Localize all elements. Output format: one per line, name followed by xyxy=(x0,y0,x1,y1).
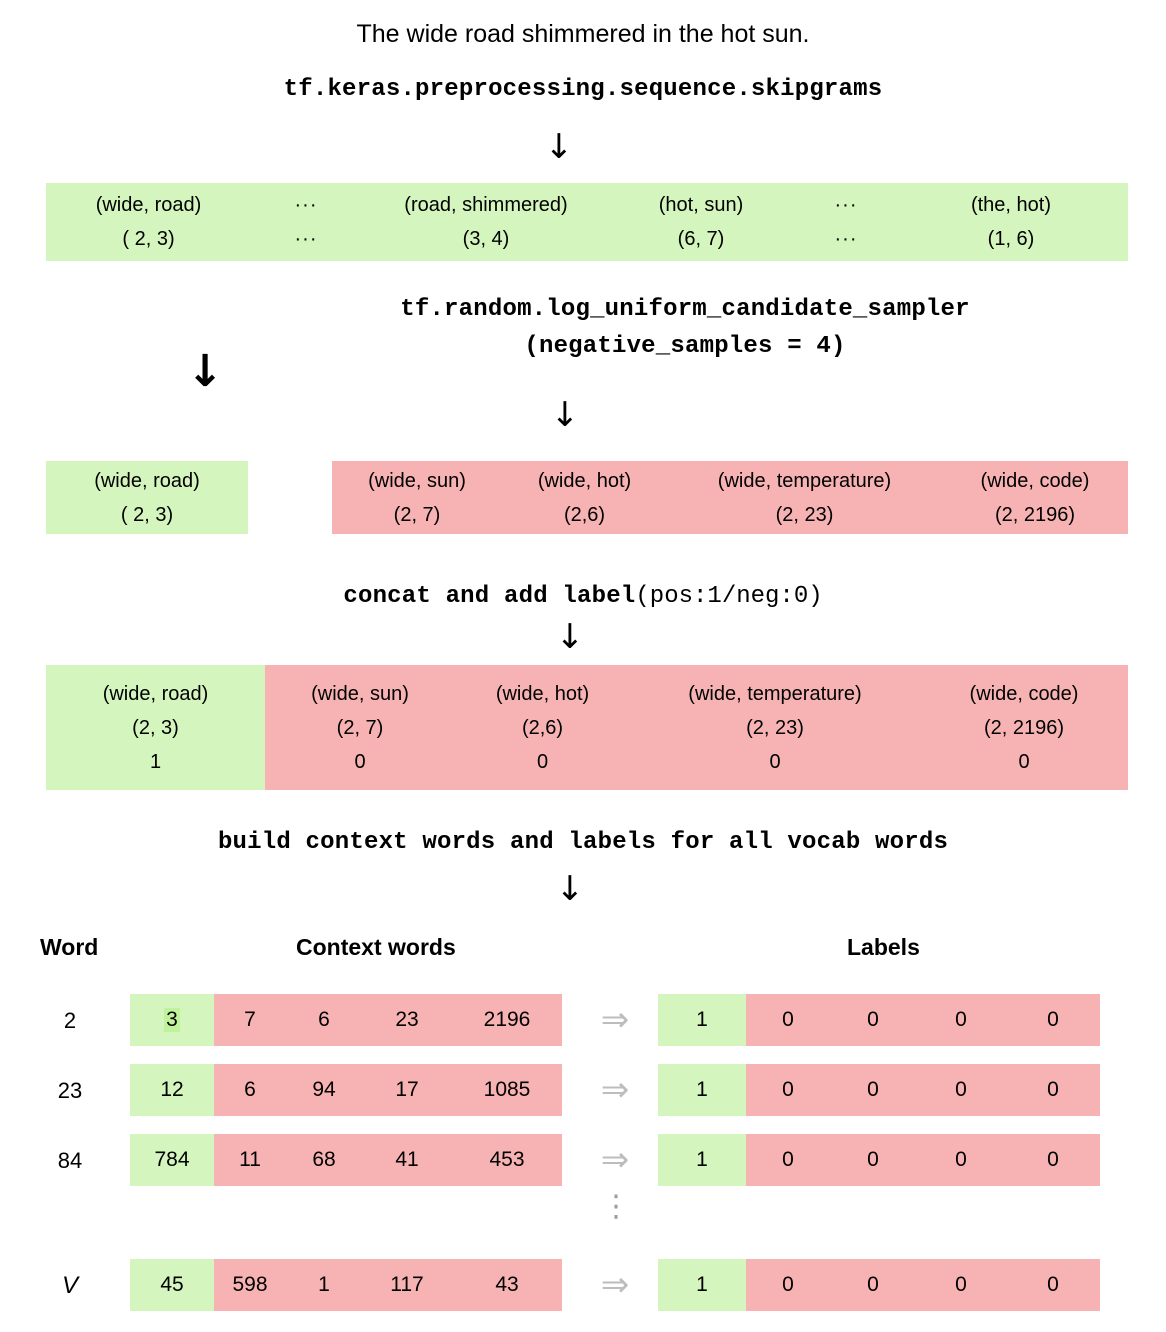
labels-row: 1 0 0 0 0 xyxy=(658,994,1100,1046)
context-positive-cell: 784 xyxy=(130,1134,214,1186)
sampler-api-label: tf.random.log_uniform_candidate_sampler xyxy=(400,296,970,323)
skipgram-cell-ellipsis: ··· ··· xyxy=(834,194,858,250)
source-sentence: The wide road shimmered in the hot sun. xyxy=(356,20,810,48)
row-word-label: 2 xyxy=(63,1008,77,1033)
negative-pair-cell: (wide, sun) (2, 7) xyxy=(368,469,466,526)
positive-pair-cell: (wide, road) ( 2, 3) xyxy=(94,469,200,526)
implies-arrow-icon: ⇒ xyxy=(600,1070,630,1110)
context-row: 12 6 94 17 1085 xyxy=(130,1064,562,1116)
implies-arrow-icon: ⇒ xyxy=(600,1000,630,1040)
concat-negative-cell: (wide, sun) (2, 7) 0 xyxy=(311,682,409,773)
row-word-label: 23 xyxy=(57,1078,83,1103)
context-negative-group: 11 68 41 453 xyxy=(214,1134,562,1186)
labels-row: 1 0 0 0 0 xyxy=(658,1259,1100,1311)
implies-arrow-icon: ⇒ xyxy=(600,1265,630,1305)
row-word-label: V xyxy=(61,1272,78,1299)
label-positive-cell: 1 xyxy=(658,994,746,1046)
skipgram-cell: (hot, sun) (6, 7) xyxy=(658,194,744,250)
concat-negative-cell: (wide, temperature) (2, 23) 0 xyxy=(688,682,862,773)
labels-row: 1 0 0 0 0 xyxy=(658,1064,1100,1116)
negative-pair-cell: (wide, hot) (2,6) xyxy=(537,469,632,526)
sampler-args-label: (negative_samples = 4) xyxy=(524,333,846,360)
negative-samples-band: (wide, sun) (2, 7) (wide, hot) (2,6) (wi… xyxy=(332,461,1128,534)
column-header-word: Word xyxy=(40,934,99,960)
label-positive-cell: 1 xyxy=(658,1134,746,1186)
concat-negative-cell: (wide, code) (2, 2196) 0 xyxy=(969,682,1079,773)
label-negative-group: 0 0 0 0 xyxy=(746,1259,1100,1311)
context-row: 45 598 1 117 43 xyxy=(130,1259,562,1311)
concat-positive-section: (wide, road) (2, 3) 1 xyxy=(46,665,265,790)
concat-step-label: concat and add label(pos:1/neg:0) xyxy=(0,583,1166,610)
arrow-down-icon-5: ↓ xyxy=(555,869,585,909)
label-positive-cell: 1 xyxy=(658,1259,746,1311)
context-negative-group: 6 94 17 1085 xyxy=(214,1064,562,1116)
skipgram-cell-ellipsis: ··· ··· xyxy=(294,194,318,250)
labels-row: 1 0 0 0 0 xyxy=(658,1134,1100,1186)
row-word-label: 84 xyxy=(57,1148,83,1173)
column-header-context: Context words xyxy=(296,934,456,960)
positive-pair-band: (wide, road) ( 2, 3) xyxy=(46,461,248,534)
vertical-ellipsis-icon: ⋮ xyxy=(601,1189,631,1224)
negative-pair-cell: (wide, temperature) (2, 23) xyxy=(717,469,892,526)
skipgram-cell: (the, hot) (1, 6) xyxy=(970,194,1052,250)
column-header-labels: Labels xyxy=(847,934,920,960)
concat-negative-section: (wide, sun) (2, 7) 0 (wide, hot) (2,6) 0… xyxy=(265,665,1128,790)
context-positive-cell: 3 xyxy=(130,994,214,1046)
arrow-down-icon-1: ↓ xyxy=(544,127,574,167)
skipgrams-api-label: tf.keras.preprocessing.sequence.skipgram… xyxy=(283,76,883,103)
label-negative-group: 0 0 0 0 xyxy=(746,1134,1100,1186)
context-positive-cell: 12 xyxy=(130,1064,214,1116)
label-negative-group: 0 0 0 0 xyxy=(746,994,1100,1046)
arrow-down-icon-4: ↓ xyxy=(555,617,585,657)
context-negative-group: 598 1 117 43 xyxy=(214,1259,562,1311)
context-row: 784 11 68 41 453 xyxy=(130,1134,562,1186)
label-negative-group: 0 0 0 0 xyxy=(746,1064,1100,1116)
arrow-down-icon-2: ↓ xyxy=(186,346,224,397)
arrow-down-icon-3: ↓ xyxy=(550,395,580,435)
negative-pair-cell: (wide, code) (2, 2196) xyxy=(980,469,1090,526)
skipgram-cell: (wide, road) ( 2, 3) xyxy=(95,194,202,250)
label-positive-cell: 1 xyxy=(658,1064,746,1116)
concat-positive-cell: (wide, road) (2, 3) 1 xyxy=(102,682,209,773)
concat-band: (wide, road) (2, 3) 1 (wide, sun) (2, 7)… xyxy=(46,665,1128,790)
concat-step-main: concat and add label xyxy=(343,583,636,610)
context-positive-cell: 45 xyxy=(130,1259,214,1311)
context-row: 3 7 6 23 2196 xyxy=(130,994,562,1046)
implies-arrow-icon: ⇒ xyxy=(600,1140,630,1180)
concat-negative-cell: (wide, hot) (2,6) 0 xyxy=(495,682,590,773)
skipgram-pairs-band: (wide, road) ( 2, 3) ··· ··· (road, shim… xyxy=(46,183,1128,261)
context-negative-group: 7 6 23 2196 xyxy=(214,994,562,1046)
build-step-label: build context words and labels for all v… xyxy=(217,829,949,856)
skipgram-cell: (road, shimmered) (3, 4) xyxy=(404,194,568,250)
concat-step-paren: (pos:1/neg:0) xyxy=(635,583,823,610)
